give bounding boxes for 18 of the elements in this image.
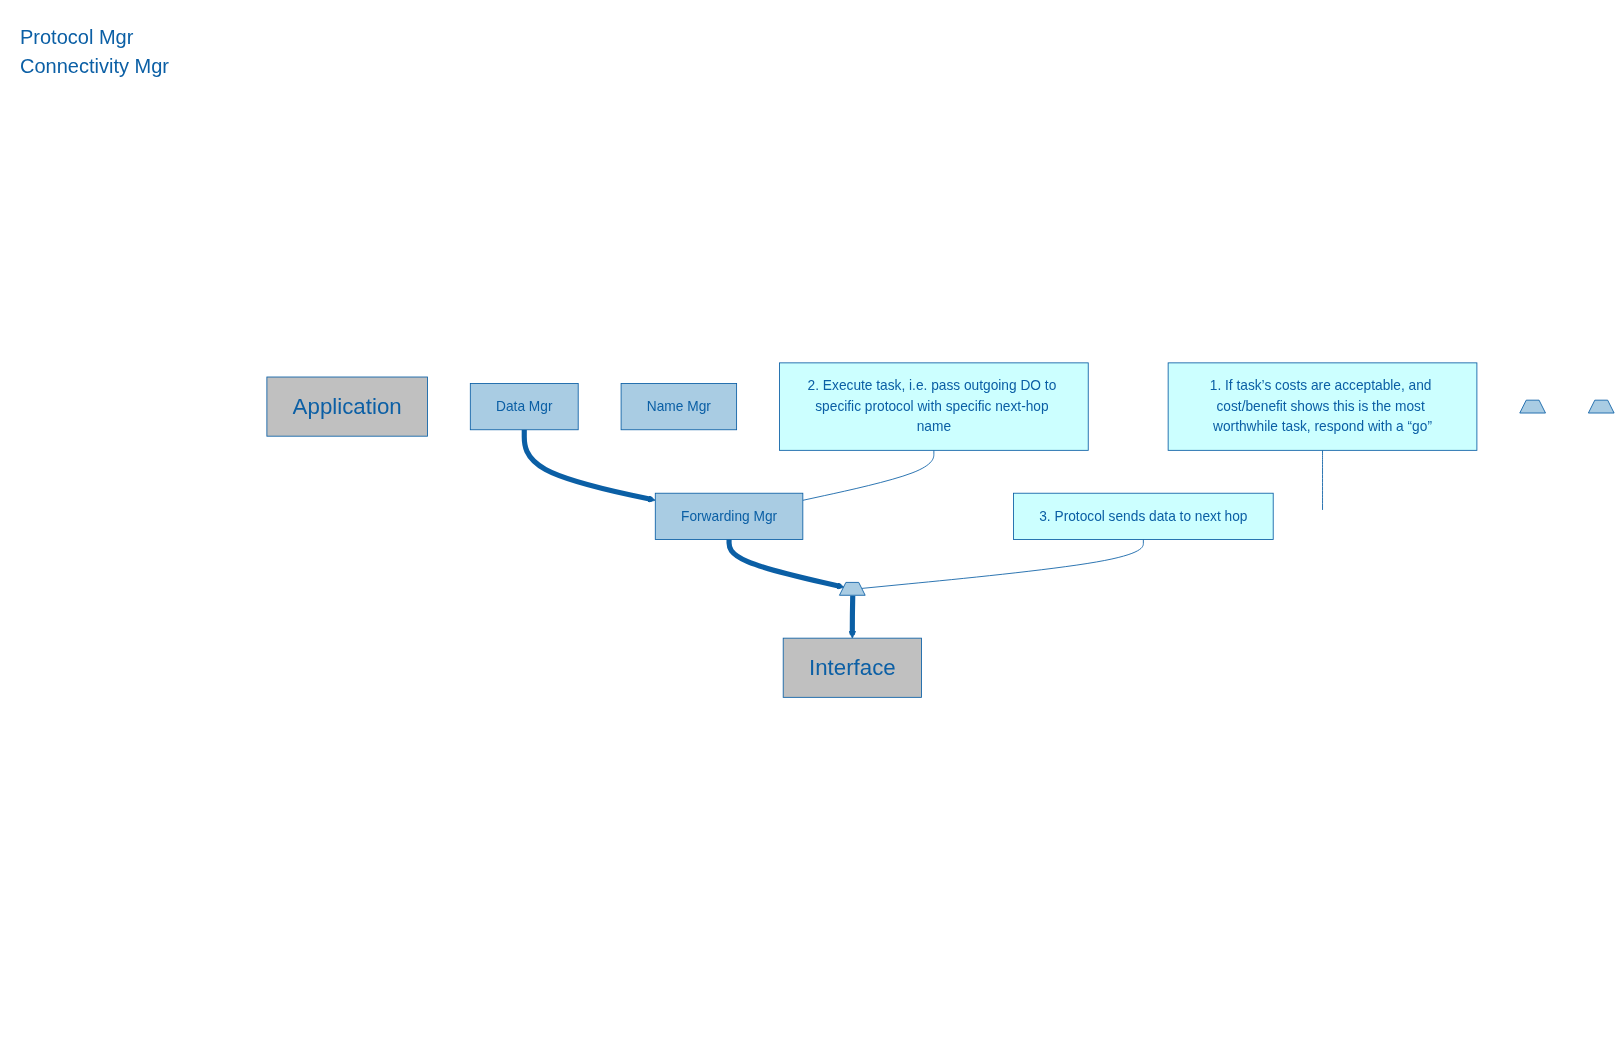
node-box: Application [266,376,428,437]
node-box: 2. Execute task, i.e. pass outgoing DO to specific protocol with specific next-hop name [779,362,1089,452]
center-label: Connectivity Mgr [20,55,170,78]
arrow [848,596,857,639]
node-box [1587,400,1615,414]
node-box: Name Mgr [620,383,738,431]
node-box: 3. Protocol sends data to next hop [1013,493,1274,541]
connector [1322,450,1323,511]
node-box [839,582,866,597]
connector [861,539,1144,590]
node-box [1519,400,1546,414]
arrow [521,430,656,503]
connector [802,450,935,502]
node-box: Forwarding Mgr [654,493,804,541]
node-box: Data Mgr [469,383,579,431]
node-box: 1. If task’s costs are acceptable, and cost/benefit shows this is the most worthwhile task, respond with a “go” [1167,362,1478,452]
node-box: Interface [782,638,922,699]
center-label: Protocol Mgr [20,26,135,49]
